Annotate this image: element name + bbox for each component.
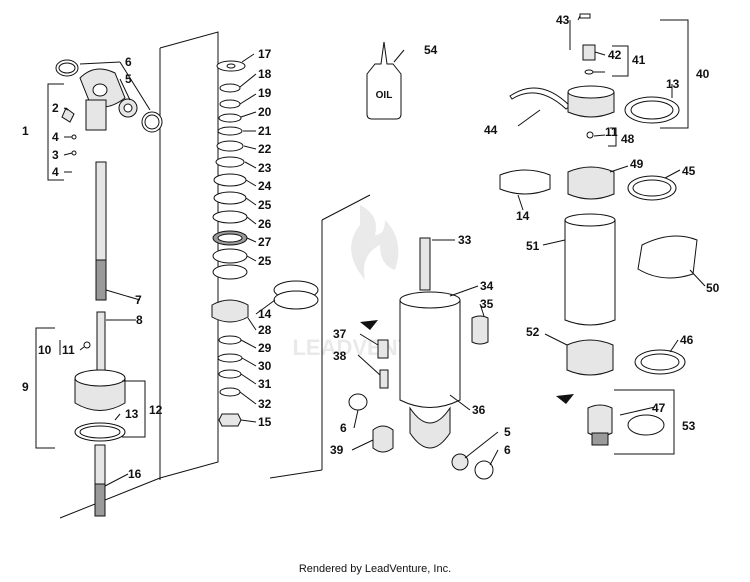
- callout-31: 31: [258, 377, 272, 391]
- panel-borders: [59, 20, 571, 519]
- callout-29: 29: [258, 341, 272, 355]
- callout-52: 52: [526, 325, 540, 339]
- callout-48: 48: [621, 132, 635, 146]
- callout-36: 36: [472, 403, 486, 417]
- callout-30: 30: [258, 359, 272, 373]
- callout-2: 2: [52, 101, 59, 115]
- callout-44: 44: [484, 123, 498, 137]
- callout-11: 11: [62, 343, 75, 357]
- callout-42: 42: [608, 48, 622, 62]
- callout-35: 35: [480, 297, 494, 311]
- shim-stack: [211, 60, 319, 427]
- callout-53: 53: [682, 419, 696, 433]
- callout-6: 6: [125, 55, 132, 69]
- callout-1: 1: [22, 124, 29, 138]
- callout-14b: 14: [516, 209, 530, 223]
- callout-40: 40: [696, 67, 710, 81]
- callout-13: 13: [125, 407, 139, 421]
- callout-28: 28: [258, 323, 272, 337]
- reservoir-assembly: [499, 13, 698, 446]
- callout-27: 27: [258, 235, 272, 249]
- callout-5: 5: [125, 72, 132, 86]
- callout-39: 39: [330, 443, 344, 457]
- shock-body: [348, 237, 494, 480]
- oil-bottle-label: OIL: [376, 90, 393, 101]
- callout-labels: 1 2 3 4 4 5 6 7 8 9 10 11 12 13 16 17 18…: [22, 13, 720, 481]
- callout-18: 18: [258, 67, 272, 81]
- callout-19: 19: [258, 86, 272, 100]
- callout-15: 15: [258, 415, 272, 429]
- callout-6b: 6: [340, 421, 347, 435]
- callout-23: 23: [258, 161, 272, 175]
- leader-lines: [35, 15, 706, 487]
- callout-25: 25: [258, 198, 272, 212]
- callout-51: 51: [526, 239, 540, 253]
- callout-16: 16: [128, 467, 142, 481]
- callout-4b: 4: [52, 165, 59, 179]
- callout-7: 7: [135, 293, 142, 307]
- callout-6c: 6: [504, 443, 511, 457]
- callout-54: 54: [424, 43, 438, 57]
- callout-11b: 11: [605, 125, 618, 139]
- callout-5b: 5: [504, 425, 511, 439]
- callout-17: 17: [258, 47, 272, 61]
- callout-12: 12: [149, 403, 163, 417]
- callout-43: 43: [556, 13, 570, 27]
- shaft-assembly: [55, 59, 163, 517]
- callout-22: 22: [258, 142, 272, 156]
- callout-49: 49: [630, 157, 644, 171]
- callout-46: 46: [680, 333, 694, 347]
- callout-13b: 13: [666, 77, 680, 91]
- callout-21: 21: [258, 124, 272, 138]
- oil-bottle: OIL: [366, 41, 402, 120]
- callout-37: 37: [333, 327, 347, 341]
- callout-38: 38: [333, 349, 347, 363]
- callout-8: 8: [136, 313, 143, 327]
- callout-3: 3: [52, 148, 59, 162]
- callout-33: 33: [458, 233, 472, 247]
- callout-41: 41: [632, 53, 646, 67]
- callout-14: 14: [258, 307, 272, 321]
- callout-25b: 25: [258, 254, 272, 268]
- callout-20: 20: [258, 105, 272, 119]
- callout-24: 24: [258, 179, 272, 193]
- callout-50: 50: [706, 281, 720, 295]
- callout-9: 9: [22, 380, 29, 394]
- callout-4: 4: [52, 130, 59, 144]
- callout-26: 26: [258, 217, 272, 231]
- callout-47: 47: [652, 401, 666, 415]
- callout-10: 10: [38, 343, 52, 357]
- callout-45: 45: [682, 164, 696, 178]
- footer-credit: Rendered by LeadVenture, Inc.: [298, 563, 452, 575]
- callout-32: 32: [258, 397, 272, 411]
- callout-34: 34: [480, 279, 494, 293]
